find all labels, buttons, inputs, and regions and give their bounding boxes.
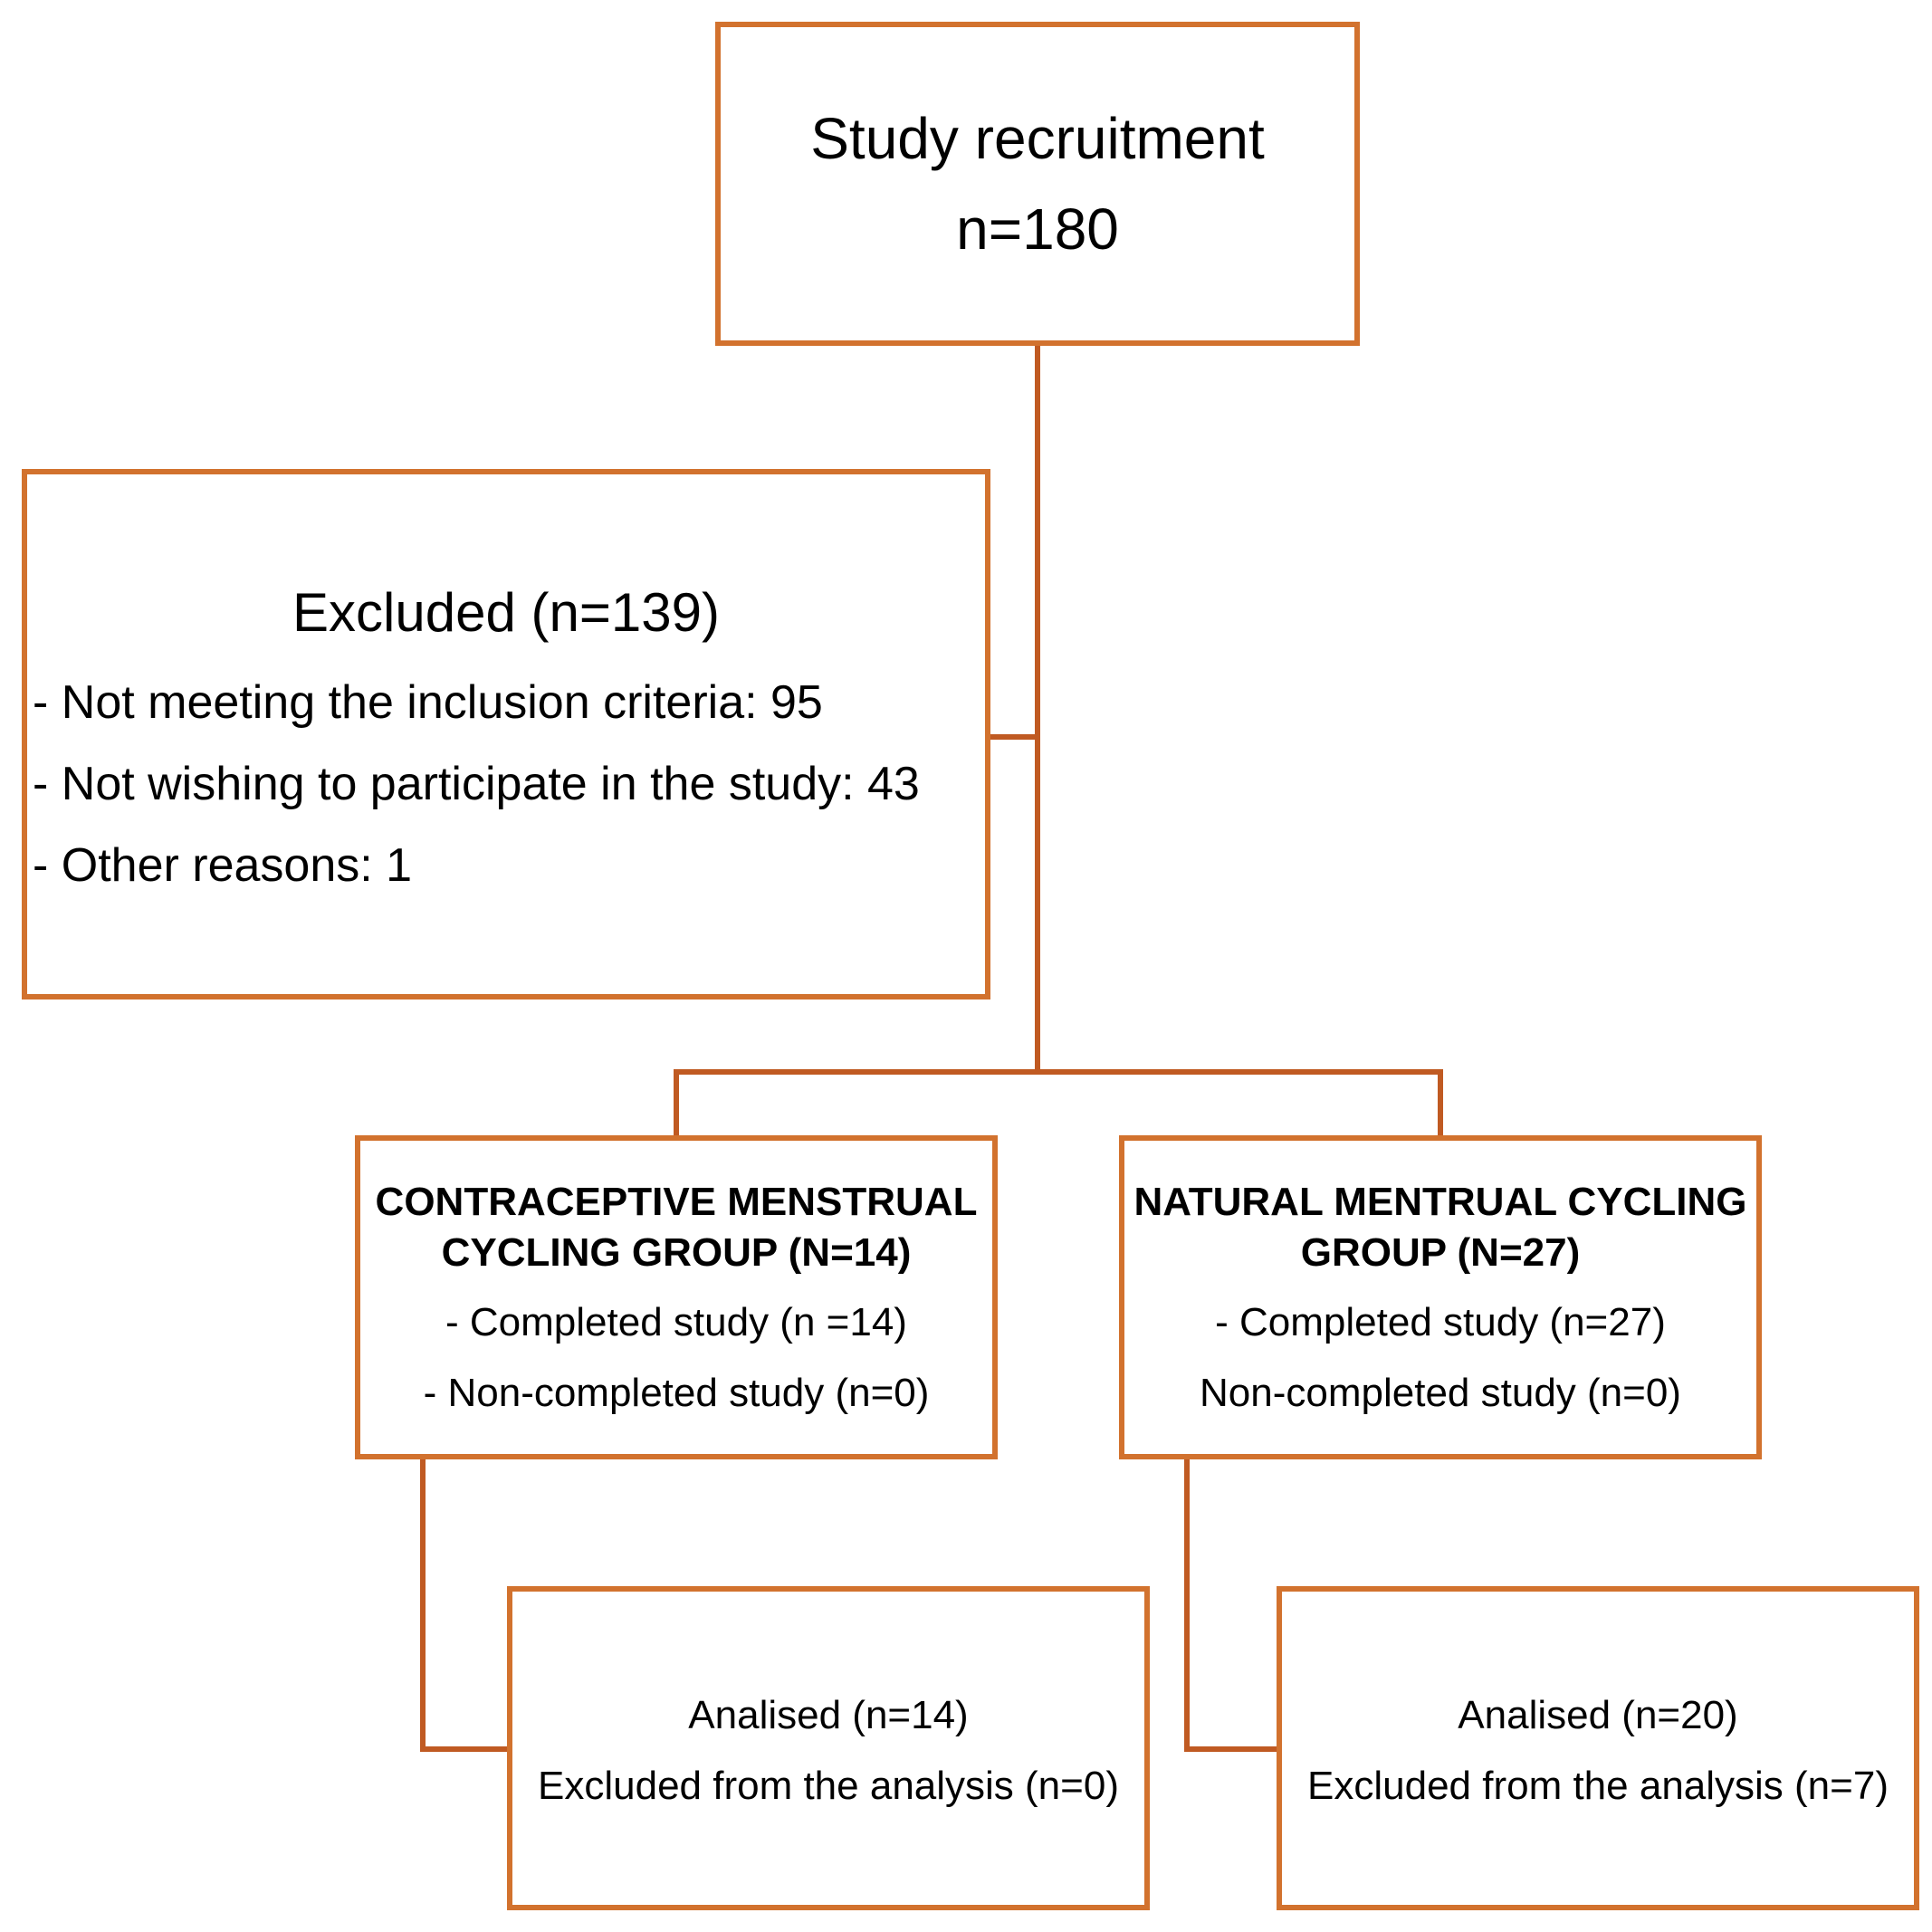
contraceptive-group-heading: CONTRACEPTIVE MENSTRUAL CYCLING GROUP (N… — [375, 1180, 978, 1275]
excluded-reason-other: - Other reasons: 1 — [33, 839, 413, 892]
natural-completed: - Completed study (n=27) — [1215, 1300, 1666, 1344]
contraceptive-completed: - Completed study (n =14) — [445, 1300, 907, 1344]
natural-analysis-box: Analised (n=20) Excluded from the analys… — [1277, 1586, 1919, 1910]
contraceptive-non-completed: - Non-completed study (n=0) — [423, 1371, 930, 1415]
natural-non-completed: Non-completed study (n=0) — [1200, 1371, 1681, 1415]
natural-excluded-from-analysis: Excluded from the analysis (n=7) — [1307, 1764, 1889, 1808]
contraceptive-excluded-from-analysis: Excluded from the analysis (n=0) — [538, 1764, 1119, 1808]
connector-contraceptive-analysis — [420, 1457, 510, 1752]
natural-group-heading: NATURAL MENTRUAL CYCLING GROUP (N=27) — [1133, 1180, 1747, 1275]
contraceptive-analysis-box: Analised (n=14) Excluded from the analys… — [507, 1586, 1150, 1910]
natural-analysed: Analised (n=20) — [1458, 1693, 1738, 1737]
excluded-reason-inclusion-criteria: - Not meeting the inclusion criteria: 95 — [33, 676, 823, 729]
recruitment-count: n=180 — [956, 196, 1119, 262]
contraceptive-analysed: Analised (n=14) — [688, 1693, 969, 1737]
contraceptive-group-box: CONTRACEPTIVE MENSTRUAL CYCLING GROUP (N… — [355, 1135, 998, 1459]
excluded-reason-not-wishing: - Not wishing to participate in the stud… — [33, 758, 920, 810]
excluded-box: Excluded (n=139) - Not meeting the inclu… — [22, 469, 990, 999]
recruitment-title: Study recruitment — [810, 106, 1265, 171]
excluded-title: Excluded (n=139) — [292, 582, 720, 643]
connector-natural-analysis — [1184, 1457, 1279, 1752]
natural-group-box: NATURAL MENTRUAL CYCLING GROUP (N=27) - … — [1119, 1135, 1762, 1459]
study-recruitment-box: Study recruitment n=180 — [715, 22, 1360, 346]
